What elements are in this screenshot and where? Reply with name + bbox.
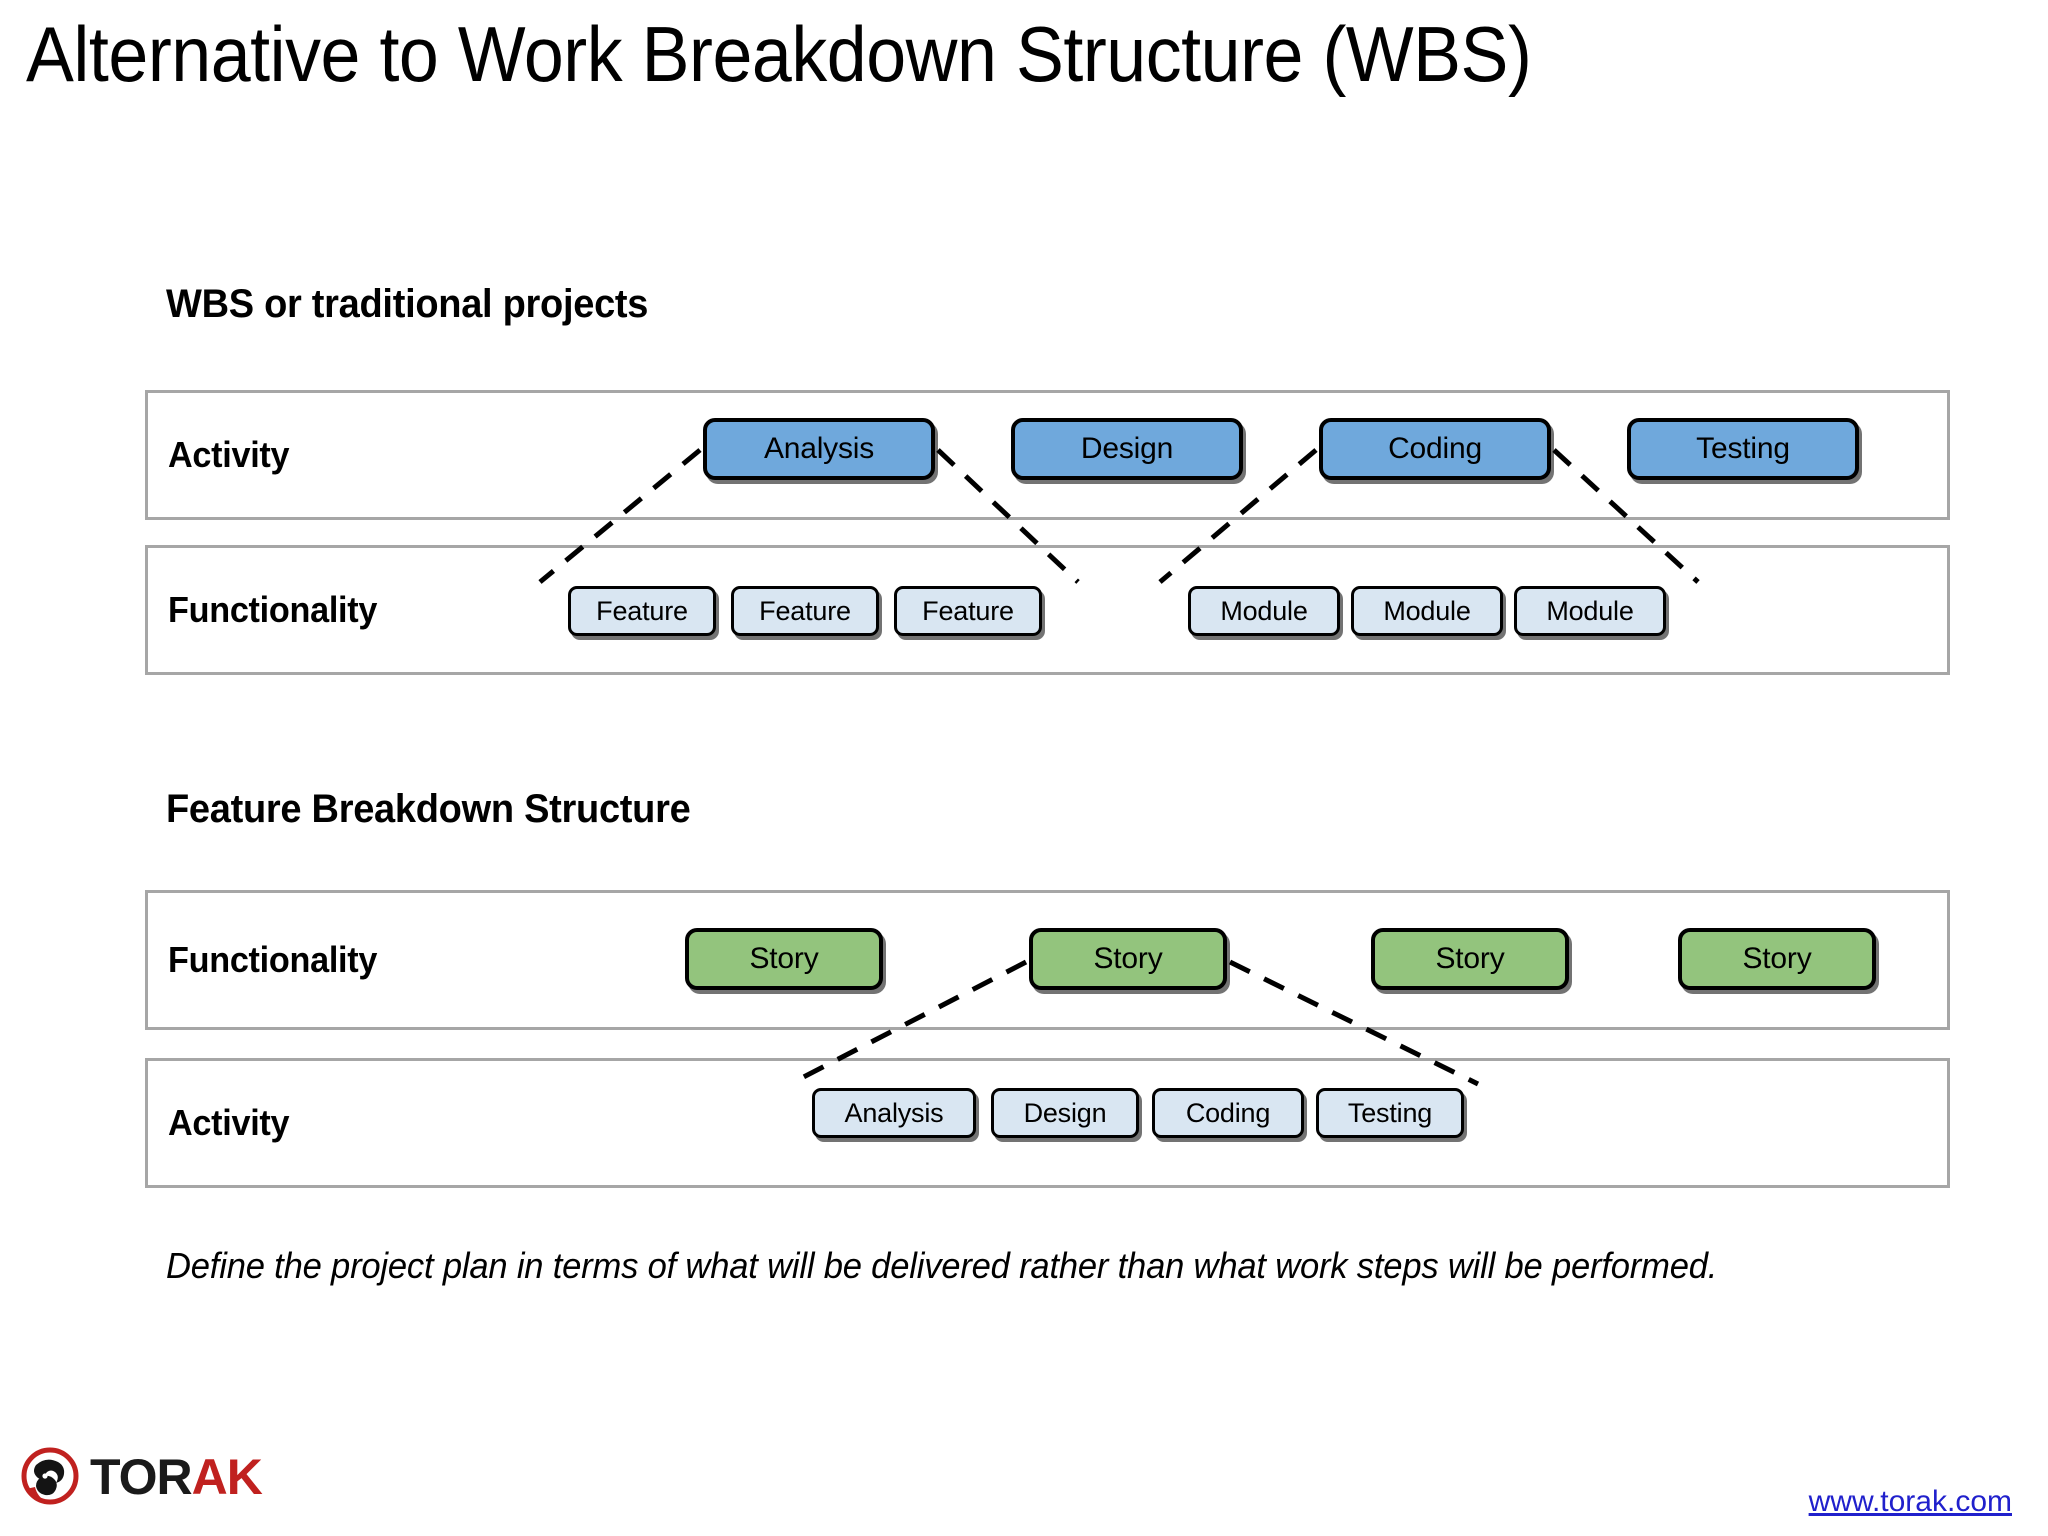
- node-wbs-activity-design[interactable]: Design: [1011, 418, 1243, 480]
- node-fbs-story-3[interactable]: Story: [1371, 928, 1569, 990]
- page-title: Alternative to Work Breakdown Structure …: [26, 10, 1532, 98]
- node-fbs-story-2[interactable]: Story: [1029, 928, 1227, 990]
- node-wbs-module-3[interactable]: Module: [1514, 586, 1666, 636]
- node-wbs-activity-analysis[interactable]: Analysis: [703, 418, 935, 480]
- band-label-activity: Activity: [168, 434, 290, 475]
- slide-caption: Define the project plan in terms of what…: [166, 1245, 1718, 1286]
- section-heading-wbs: WBS or traditional projects: [166, 282, 649, 326]
- node-fbs-activity-testing[interactable]: Testing: [1316, 1088, 1464, 1138]
- band-label-functionality-2: Functionality: [168, 939, 378, 980]
- band-wbs-functionality: Functionality: [145, 545, 1950, 675]
- node-fbs-activity-analysis[interactable]: Analysis: [812, 1088, 976, 1138]
- torak-wordmark-accent: AK: [191, 1449, 263, 1505]
- node-wbs-module-1[interactable]: Module: [1188, 586, 1340, 636]
- site-url-link[interactable]: www.torak.com: [1808, 1485, 2012, 1518]
- band-label-activity-2: Activity: [168, 1102, 290, 1143]
- node-wbs-activity-coding[interactable]: Coding: [1319, 418, 1551, 480]
- section-heading-fbs: Feature Breakdown Structure: [166, 787, 691, 831]
- node-wbs-activity-testing[interactable]: Testing: [1627, 418, 1859, 480]
- torak-emblem-icon: [21, 1447, 79, 1505]
- node-wbs-feature-1[interactable]: Feature: [568, 586, 716, 636]
- node-fbs-activity-coding[interactable]: Coding: [1152, 1088, 1304, 1138]
- torak-wordmark-primary: TOR: [90, 1449, 193, 1505]
- node-wbs-module-2[interactable]: Module: [1351, 586, 1503, 636]
- node-fbs-story-1[interactable]: Story: [685, 928, 883, 990]
- node-wbs-feature-3[interactable]: Feature: [894, 586, 1042, 636]
- band-label-functionality: Functionality: [168, 589, 378, 630]
- torak-wordmark: TORAK: [90, 1449, 263, 1505]
- node-wbs-feature-2[interactable]: Feature: [731, 586, 879, 636]
- torak-logo: TORAK: [18, 1442, 308, 1512]
- node-fbs-activity-design[interactable]: Design: [991, 1088, 1139, 1138]
- node-fbs-story-4[interactable]: Story: [1678, 928, 1876, 990]
